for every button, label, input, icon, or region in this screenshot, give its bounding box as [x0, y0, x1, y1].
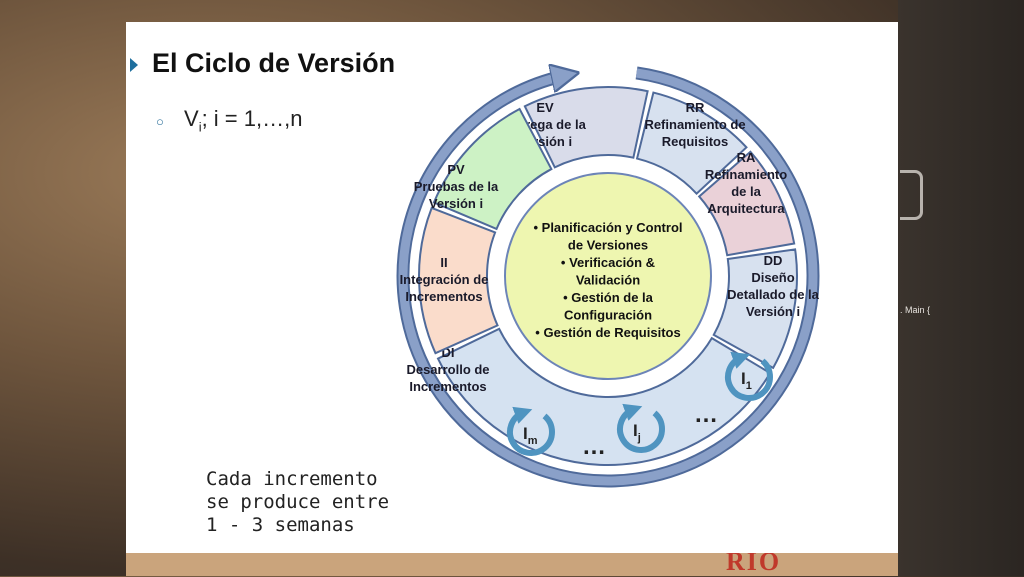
- ellipsis-1: …: [694, 401, 718, 428]
- segment-ev: [523, 86, 649, 169]
- segment-di: [436, 327, 772, 466]
- increment-loop-arrow-icon: [725, 351, 773, 401]
- bullet-version-formula: Vi; i = 1,…,n: [184, 106, 302, 134]
- segment-rr: [635, 91, 748, 196]
- segment-ra: [697, 150, 796, 257]
- center-hub-circle: [504, 172, 712, 380]
- segment-dd: [712, 248, 798, 370]
- bullet-main: V: [184, 106, 199, 131]
- increment-loop-arrow-icon: [507, 406, 555, 456]
- bullet-rest: ; i = 1,…,n: [201, 106, 303, 131]
- background-outline-shape: [900, 170, 923, 220]
- title-bullet-arrow-icon: [130, 58, 138, 72]
- increment-label-j: Ij: [633, 421, 641, 444]
- ellipsis-2: …: [582, 433, 606, 460]
- segment-ii: [418, 206, 499, 355]
- bullet-circle-icon: ○: [156, 114, 164, 129]
- footnote-increment-duration: Cada incremento se produce entre 1 - 3 s…: [206, 468, 390, 536]
- outer-cycle-arrow: [396, 73, 820, 488]
- background-panel: . Main {: [898, 0, 1024, 576]
- segment-pv: [432, 107, 553, 231]
- slide-title: El Ciclo de Versión: [152, 48, 396, 78]
- bullet-subscript: i: [198, 119, 202, 135]
- bottom-strip: RIO: [126, 547, 898, 576]
- increment-loop-arrow-icon: [617, 403, 665, 453]
- background-code-snippet: . Main {: [900, 305, 931, 315]
- increment-label-1: I1: [741, 369, 752, 392]
- increment-label-m: Im: [523, 424, 538, 447]
- outer-ring-body: [398, 73, 818, 486]
